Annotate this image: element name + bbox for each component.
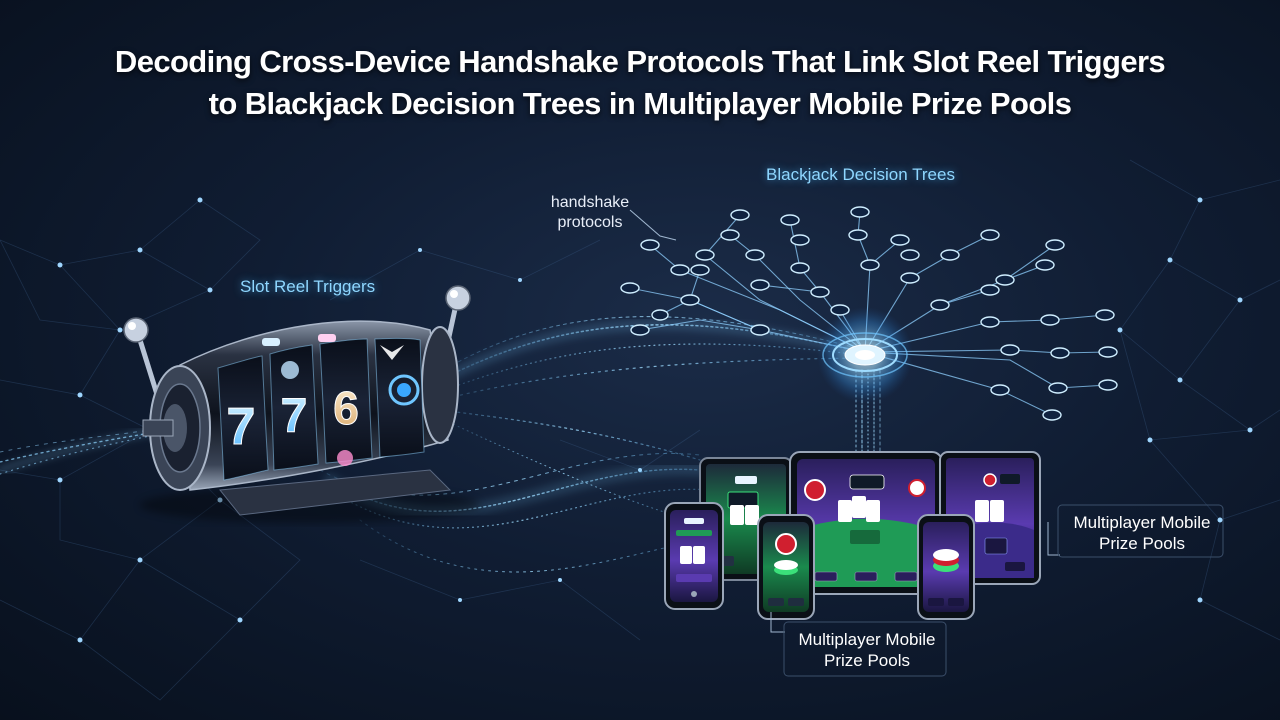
prize-pools-bottom-line2: Prize Pools (824, 651, 910, 670)
title-line-1: Decoding Cross-Device Handshake Protocol… (114, 44, 1166, 79)
device-phone-right (917, 514, 975, 620)
central-hub-icon (817, 307, 913, 403)
slot-machine-icon (123, 285, 480, 523)
title-line-2: to Blackjack Decision Trees in Multiplay… (208, 86, 1072, 121)
prize-pools-right-line1: Multiplayer Mobile (1073, 513, 1211, 532)
incoming-data-stream (0, 429, 153, 475)
prize-pools-label-bottom: Multiplayer Mobile Prize Pools (788, 629, 946, 671)
handshake-label-line1: handshake (550, 194, 630, 211)
handshake-data-streams (319, 316, 865, 573)
device-tablet-center (789, 451, 943, 595)
slot-reel-triggers-label: Slot Reel Triggers (240, 277, 376, 296)
label-boxes (783, 504, 1224, 677)
decision-trees-label: Blackjack Decision Trees (766, 165, 955, 184)
device-phone-center (757, 514, 815, 620)
handshake-label-line2: protocols (557, 214, 623, 231)
callout-lines (629, 209, 1060, 633)
device-phone-left (664, 502, 724, 610)
decision-tree-nodes (620, 206, 1118, 421)
handshake-protocols-label: handshake protocols (535, 193, 645, 233)
prize-pools-label-right: Multiplayer Mobile Prize Pools (1062, 512, 1222, 554)
prize-pools-right-line2: Prize Pools (1099, 534, 1185, 553)
prize-pools-bottom-line1: Multiplayer Mobile (798, 630, 936, 649)
